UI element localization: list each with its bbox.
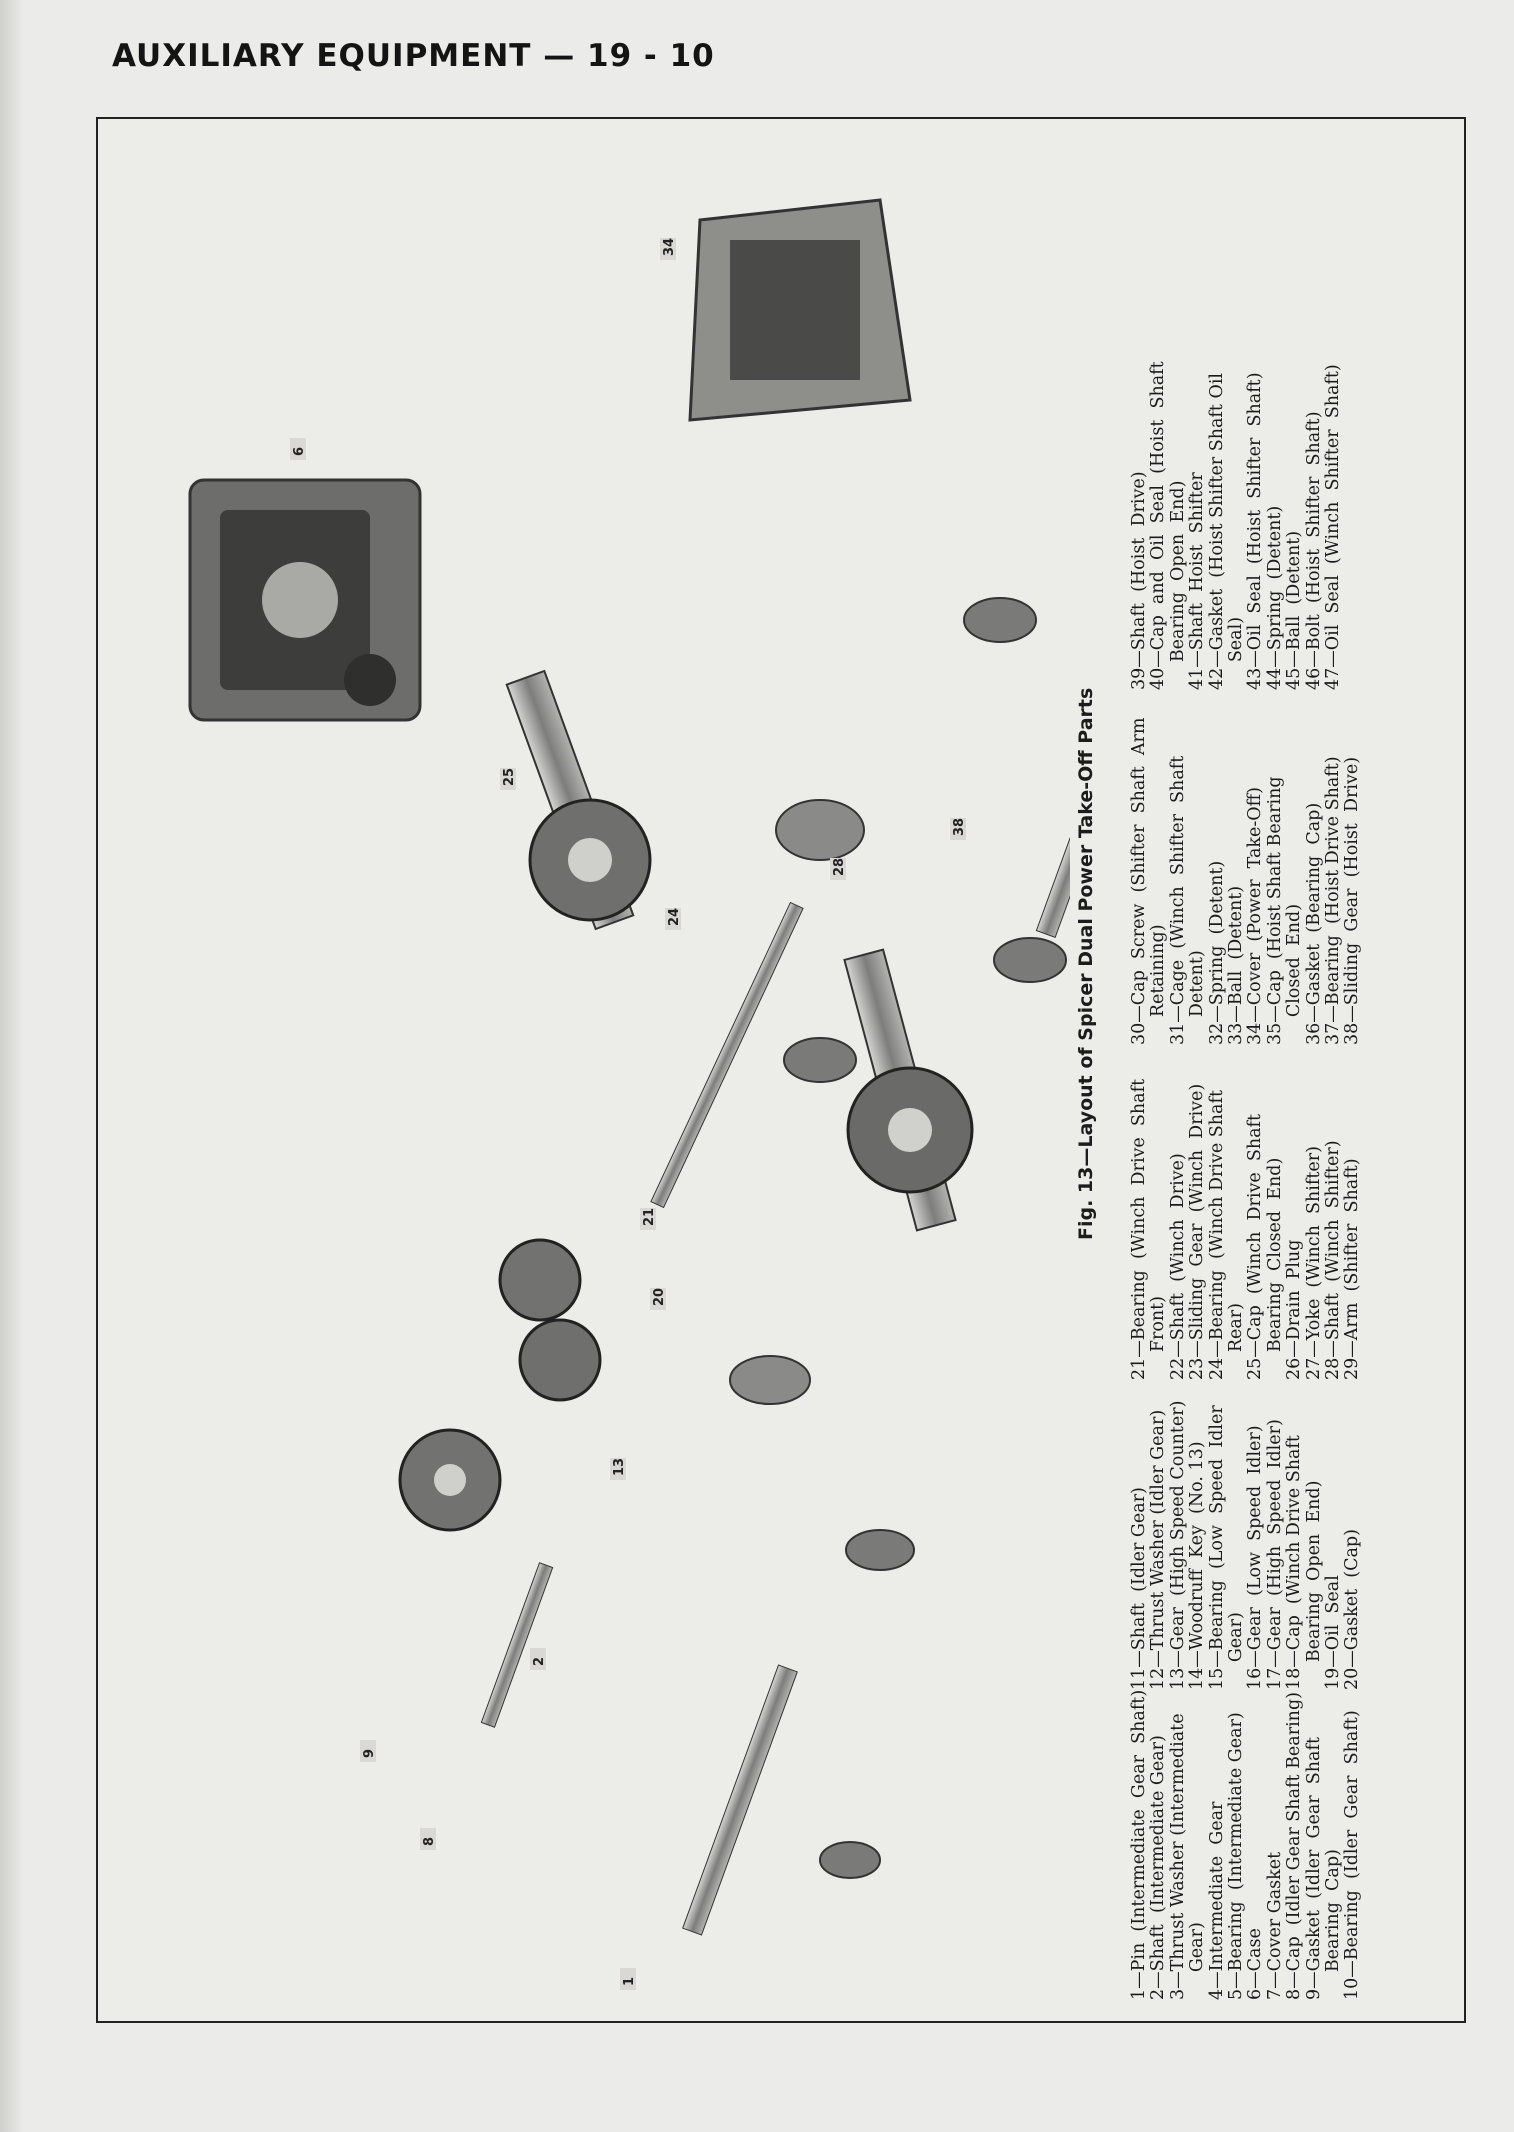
hoist-drive-shaft-part — [843, 948, 974, 1232]
svg-text:28: 28 — [832, 858, 847, 876]
svg-text:21: 21 — [642, 1208, 657, 1226]
figure-caption: Fig. 13—Layout of Spicer Dual Power Take… — [1075, 687, 1097, 1240]
page-header: AUXILIARY EQUIPMENT — 19 - 10 — [112, 38, 715, 74]
svg-text:24: 24 — [667, 908, 682, 926]
legend-column-2: 11—Shaft (Idler Gear) 12—Thrust Washer (… — [1129, 1400, 1363, 1690]
parts-legend: 1—Pin (Intermediate Gear Shaft) 2—Shaft … — [1129, 140, 1450, 2000]
case-part — [188, 478, 422, 722]
legend-column-1: 1—Pin (Intermediate Gear Shaft) 2—Shaft … — [1129, 1689, 1363, 2000]
svg-text:20: 20 — [652, 1288, 667, 1306]
svg-text:38: 38 — [952, 818, 967, 836]
gear-cluster-part — [398, 1238, 602, 1532]
svg-text:6: 6 — [292, 447, 307, 456]
svg-text:2: 2 — [532, 1657, 547, 1666]
rotated-figure: 1 8 9 2 13 20 21 24 25 6 7 28 38 34 41 F… — [120, 140, 1460, 2000]
svg-text:13: 13 — [612, 1458, 627, 1476]
small-parts — [729, 597, 1067, 1879]
shafts-part — [480, 741, 1070, 1936]
callout-tags: 1 8 9 2 13 20 21 24 25 6 7 28 38 34 41 — [290, 238, 967, 1990]
svg-text:9: 9 — [362, 1749, 377, 1758]
legend-column-3: 21—Bearing (Winch Drive Shaft Front) 22—… — [1129, 1078, 1363, 1380]
page-gutter-shadow — [0, 0, 24, 2132]
legend-column-4: 30—Cap Screw (Shifter Shaft Arm Retainin… — [1129, 717, 1363, 1045]
cover-part — [688, 198, 912, 422]
svg-text:1: 1 — [622, 1977, 637, 1986]
svg-text:8: 8 — [422, 1837, 437, 1846]
legend-column-5: 39—Shaft (Hoist Drive) 40—Cap and Oil Se… — [1129, 361, 1344, 690]
svg-text:34: 34 — [662, 238, 677, 256]
svg-text:25: 25 — [502, 768, 517, 786]
winch-drive-shaft-part — [505, 669, 652, 931]
exploded-parts-illustration: 1 8 9 2 13 20 21 24 25 6 7 28 38 34 41 — [188, 198, 1070, 1990]
